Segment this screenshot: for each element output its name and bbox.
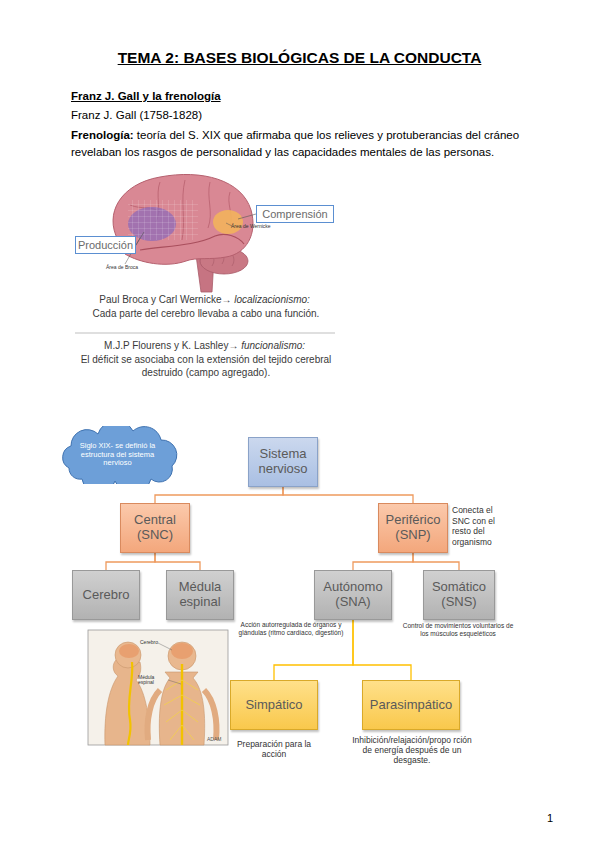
tree-connector bbox=[155, 487, 283, 503]
process-box: Parasimpático bbox=[362, 680, 460, 730]
tree-connector bbox=[283, 487, 413, 503]
node-text: Somático (SNS) bbox=[426, 580, 492, 610]
process-box: Central (SNC) bbox=[120, 503, 190, 553]
annotation: Conecta el SNC con el resto del organism… bbox=[452, 505, 506, 548]
tree-connector bbox=[353, 553, 413, 570]
tree-connector bbox=[353, 620, 411, 680]
area-label: Área de Wernicke bbox=[231, 223, 281, 230]
caption-text: Paul Broca y Carl Wernicke→ bbox=[99, 294, 231, 305]
node-text: Periférico (SNP) bbox=[381, 513, 445, 543]
caption: M.J.P Flourens y K. Lashley→funcionalism… bbox=[75, 339, 337, 380]
page-number: 1 bbox=[547, 811, 561, 825]
process-box: Periférico (SNP) bbox=[378, 503, 448, 553]
node-text: Médula espinal bbox=[169, 580, 231, 610]
process-box: Médula espinal bbox=[166, 570, 234, 620]
tree-connector bbox=[155, 553, 200, 570]
cloud-shape bbox=[63, 426, 177, 484]
node-text: Comprensión bbox=[262, 208, 327, 221]
tree-connector bbox=[413, 553, 459, 570]
process-box: Somático (SNS) bbox=[423, 570, 495, 620]
caption: Paul Broca y Carl Wernicke→localizacioni… bbox=[75, 293, 337, 320]
callout-box: Producción bbox=[75, 236, 136, 254]
body-illustration bbox=[88, 630, 228, 745]
process-box: Simpático bbox=[230, 680, 318, 730]
annotation: Inhibición/relajación/propo rción de ene… bbox=[349, 735, 475, 766]
process-box: Sistema nervioso bbox=[248, 437, 318, 487]
tree-connector bbox=[106, 553, 155, 570]
caption-text: El déficit se asociaba con la extensión … bbox=[75, 353, 337, 380]
callout-box: Comprensión bbox=[256, 205, 334, 223]
section-heading: Franz J. Gall y la frenología bbox=[71, 89, 391, 104]
rule-line bbox=[75, 333, 335, 334]
node-text: Parasimpático bbox=[370, 698, 452, 713]
annotation: Acción autorregulada de órganos y glándu… bbox=[226, 621, 356, 637]
annotation: Control de movimientos voluntarios de lo… bbox=[402, 622, 514, 638]
part-label: Cerebro bbox=[140, 639, 160, 646]
definition: teoría del S. XIX que afirmaba que los r… bbox=[71, 129, 519, 158]
caption-term: localizacionismo: bbox=[234, 294, 310, 305]
node-text: Autónomo (SNA) bbox=[317, 580, 389, 610]
caption-text: M.J.P Flourens y K. Lashley→ bbox=[104, 340, 238, 351]
paragraph: Frenología:teoría del S. XIX que afirmab… bbox=[71, 127, 533, 160]
area-label: Área de Broca bbox=[106, 264, 150, 271]
brain-illustration bbox=[113, 174, 256, 292]
node-text: Producción bbox=[78, 239, 133, 252]
caption-text: Cada parte del cerebro llevaba a cabo un… bbox=[75, 307, 337, 321]
node-text: Cerebro bbox=[83, 588, 130, 603]
text-line: Franz J. Gall (1758-1828) bbox=[71, 108, 391, 123]
node-text: Central (SNC) bbox=[123, 513, 187, 543]
node-text: Siglo XIX- se definió la estructura del … bbox=[74, 442, 162, 468]
part-label: Médula espinal bbox=[138, 675, 170, 686]
process-box: Autónomo (SNA) bbox=[314, 570, 392, 620]
caption-term: funcionalismo: bbox=[241, 340, 305, 351]
cloud-note: Siglo XIX- se definió la estructura del … bbox=[55, 426, 180, 484]
term: Frenología: bbox=[71, 129, 134, 141]
watermark: ADAM bbox=[207, 736, 227, 743]
node-text: Sistema nervioso bbox=[251, 447, 315, 477]
process-box: Cerebro bbox=[72, 570, 140, 620]
annotation: Preparación para la acción bbox=[226, 739, 322, 759]
node-text: Simpático bbox=[245, 698, 302, 713]
page-title: TEMA 2: BASES BIOLÓGICAS DE LA CONDUCTA bbox=[0, 49, 599, 67]
